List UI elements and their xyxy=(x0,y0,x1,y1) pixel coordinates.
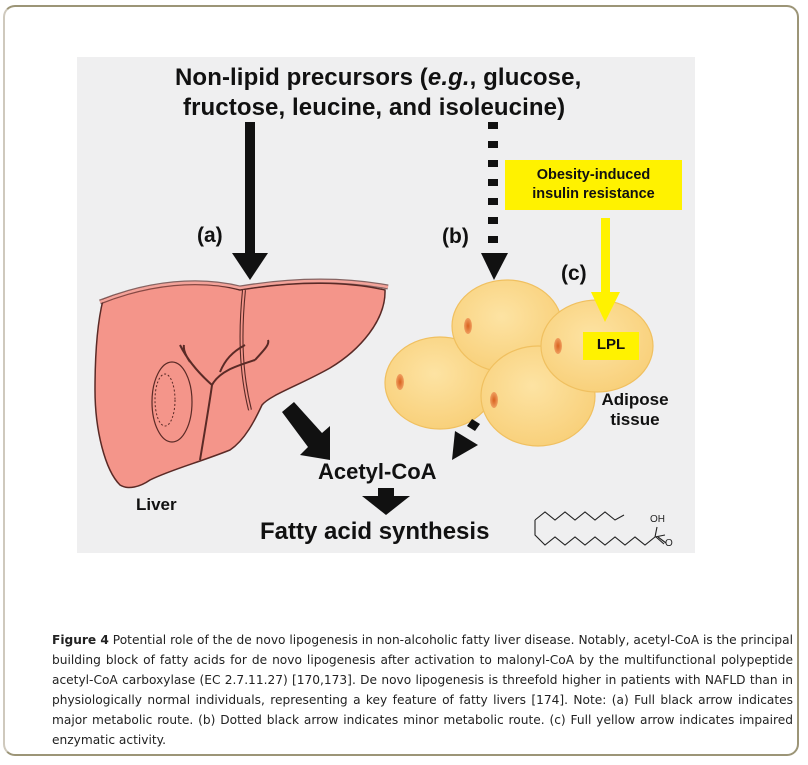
arrow-major-route-a xyxy=(232,122,268,280)
fatty-acid-synthesis-label: Fatty acid synthesis xyxy=(260,518,490,545)
adipose-line1: Adipose xyxy=(601,390,669,409)
adipose-tissue-label: Adipose tissue xyxy=(590,390,680,430)
lpl-label: LPL xyxy=(596,336,626,353)
figure-frame xyxy=(3,5,799,756)
arrow-minor-route-b xyxy=(481,122,508,280)
gallbladder xyxy=(151,361,193,443)
liver-shape xyxy=(94,282,386,489)
fatty-acid-molecule xyxy=(534,511,667,546)
title-text: , glucose, xyxy=(469,64,582,91)
nucleus xyxy=(464,318,472,334)
arrow-liver-to-acetylcoa xyxy=(282,402,330,460)
precursors-title-line2: fructose, leucine, and isoleucine) xyxy=(183,94,566,121)
nucleus xyxy=(554,338,562,354)
molecule-o-label: O xyxy=(665,538,673,549)
bile-ducts xyxy=(179,339,270,461)
liver-illustration xyxy=(94,278,389,489)
arrow-impaired-activity-c xyxy=(591,218,620,322)
precursors-title-line1: Non-lipid precursors (e.g., glucose, xyxy=(175,64,581,92)
obesity-insulin-resistance-box xyxy=(505,160,682,210)
lpl-box xyxy=(583,332,639,360)
label-c: (c) xyxy=(561,262,587,285)
adipose-cells xyxy=(384,279,654,447)
arrow-to-fatty-acid-synthesis xyxy=(362,488,410,515)
adipose-line2: tissue xyxy=(610,410,660,429)
acetyl-coa-label: Acetyl-CoA xyxy=(318,459,437,484)
arrow-adipose-to-acetylcoa xyxy=(452,419,480,460)
obesity-insulin-resistance-label: Obesity-induced insulin resistance xyxy=(505,166,682,204)
nucleus xyxy=(490,392,498,408)
figure-caption: Figure 4 Potential role of the de novo l… xyxy=(52,630,793,750)
nucleus xyxy=(396,374,404,390)
obesity-line1: Obesity-induced xyxy=(536,167,651,183)
caption-label: Figure 4 xyxy=(52,633,109,647)
caption-text: Potential role of the de novo lipogenesi… xyxy=(52,633,794,747)
label-a: (a) xyxy=(197,224,223,247)
label-b: (b) xyxy=(442,225,469,248)
liver-label: Liver xyxy=(136,495,177,514)
molecule-oh-label: OH xyxy=(650,514,665,525)
title-text: Non-lipid precursors ( xyxy=(175,64,428,91)
title-italic: e.g. xyxy=(427,64,470,91)
obesity-line2: insulin resistance xyxy=(532,186,655,202)
